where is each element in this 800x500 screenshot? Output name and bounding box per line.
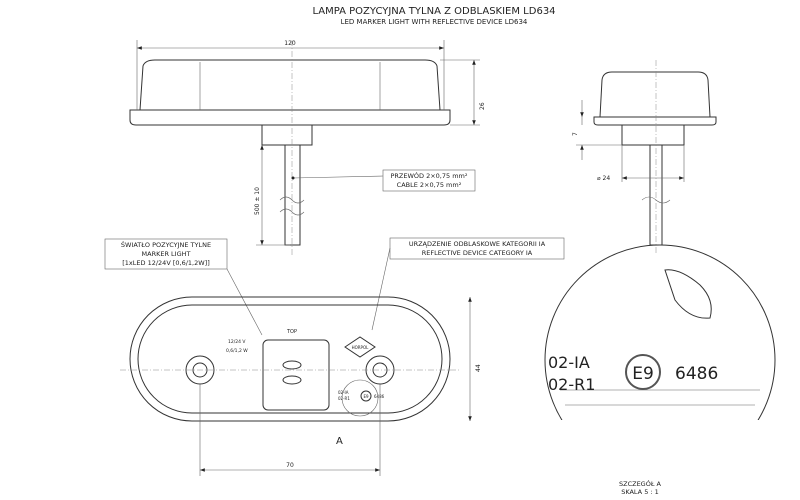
dim-26: 26 (479, 102, 486, 110)
lamp-power: 0,6/1,2 W (226, 348, 248, 354)
lamp-number: 6486 (374, 394, 385, 399)
dim-120: 120 (284, 40, 296, 47)
drawing-title: LAMPA POZYCYJNA TYLNA Z ODBLASKIEM LD634 (312, 6, 555, 17)
reflector-label-pl: URZĄDZENIE ODBLASKOWE KATEGORII IA (409, 240, 546, 248)
dim-7: 7 (572, 132, 579, 136)
side-view (593, 60, 717, 255)
detail-marker: A (336, 436, 343, 447)
reflector-label-en: REFLECTIVE DEVICE CATEGORY IA (422, 249, 533, 257)
lamp-top: TOP (286, 329, 297, 335)
lamp-approval-1: 02-IA (338, 390, 349, 395)
lamp-emark: E9 (363, 394, 369, 399)
detail-approval-1: 02-IA (548, 353, 590, 372)
logo-text: HORPOL (352, 345, 369, 350)
detail-scale: SKALA 5 : 1 (621, 488, 659, 496)
marker-label-spec: [1xLED 12/24V [0,6/1,2W]] (122, 259, 209, 267)
cable-label-en: CABLE 2×0,75 mm² (397, 181, 462, 189)
front-view-bottom: HORPOL TOP 12/24 V 0,6/1,2 W 02-IA 02-R1… (120, 296, 460, 422)
detail-number: 6486 (675, 364, 718, 384)
front-view-top (129, 40, 451, 255)
marker-label-pl: ŚWIATŁO POZYCYJNE TYLNE (121, 240, 211, 249)
cable-label-pl: PRZEWÓD 2×0,75 mm² (390, 171, 467, 180)
drawing-subtitle: LED MARKER LIGHT WITH REFLECTIVE DEVICE … (341, 18, 528, 26)
lamp-voltage: 12/24 V (228, 339, 246, 345)
lamp-approval-2: 02-R1 (338, 396, 350, 401)
dim-diameter-24: ⌀ 24 (597, 175, 610, 182)
marker-label-en: MARKER LIGHT (142, 250, 191, 258)
dim-500: 500 ± 10 (254, 187, 261, 215)
dim-44: 44 (475, 364, 482, 372)
detail-emark: E9 (632, 364, 654, 384)
dim-70: 70 (286, 462, 294, 469)
detail-view (544, 244, 776, 420)
detail-title: SZCZEGÓŁ A (619, 479, 662, 488)
detail-approval-2: 02-R1 (548, 375, 595, 394)
